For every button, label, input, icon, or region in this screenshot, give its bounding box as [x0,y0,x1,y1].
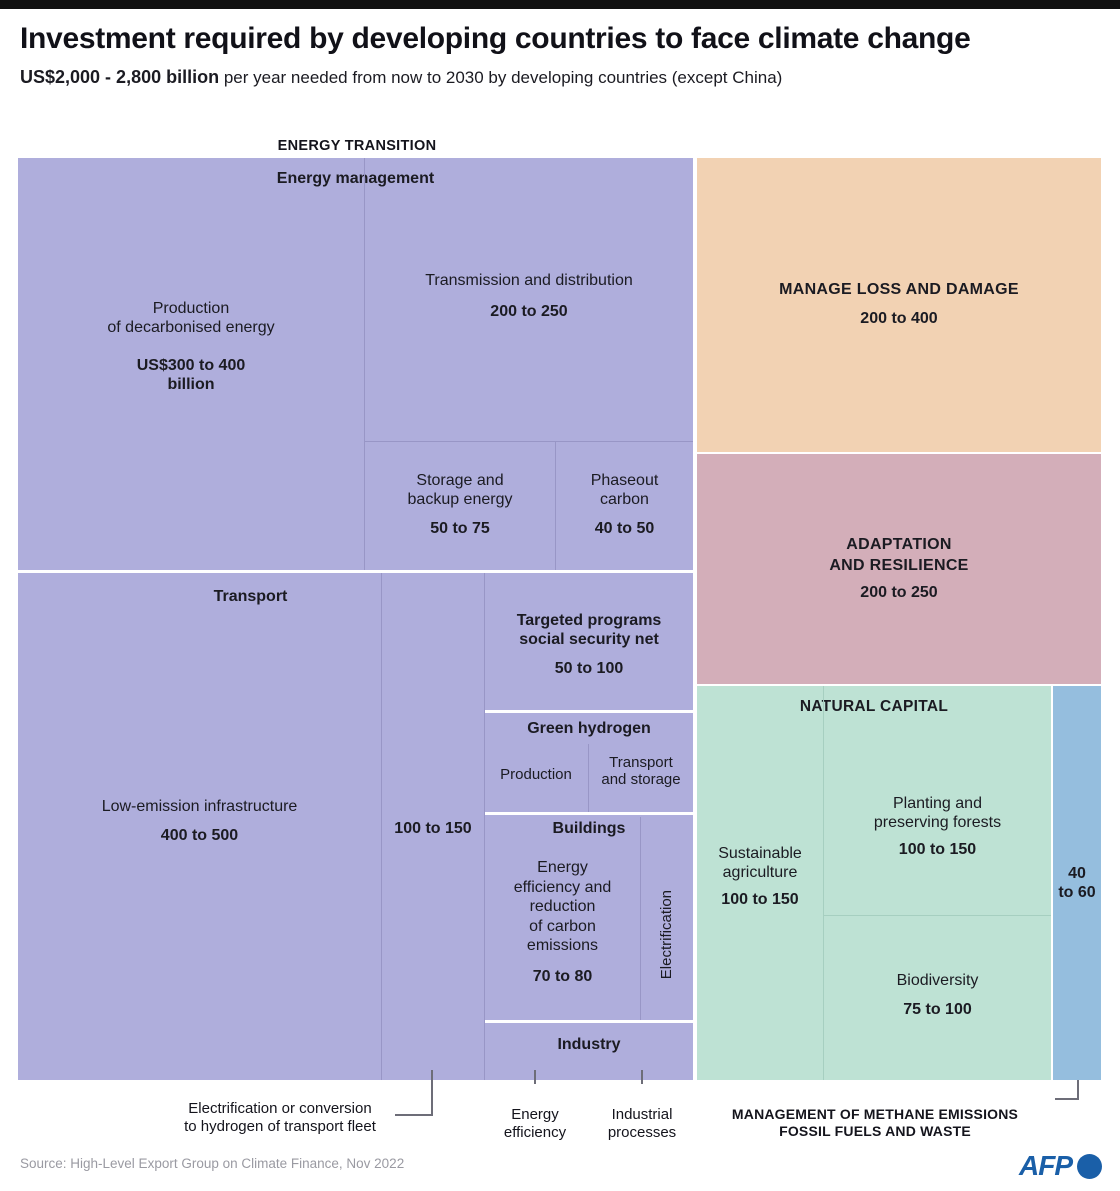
low-emission-value: 400 to 500 [160,826,239,844]
source-note: Source: High-Level Export Group on Clima… [20,1156,405,1171]
cell-energy-management[interactable]: Energy management [18,170,693,196]
cell-transport[interactable]: Transport [18,588,483,612]
phaseout-value: 40 to 50 [594,519,655,537]
page-title: Investment required by developing countr… [20,22,971,55]
gh-production-name: Production [500,766,572,784]
divider [823,686,824,1080]
industry-label: Industry [557,1036,621,1053]
divider [588,744,589,812]
divider [640,817,641,1020]
divider [381,573,382,1080]
electrification-name: Electrification [658,890,676,980]
divider-gap [485,812,693,815]
biodiversity-value: 75 to 100 [903,1000,972,1018]
loss-damage-label: MANAGE LOSS AND DAMAGE [779,281,1019,299]
transport-fleet-value: 100 to 150 [394,819,472,837]
cell-storage-backup[interactable]: Storage and backup energy 50 to 75 [365,472,555,542]
low-emission-name: Low-emission infrastructure [101,798,298,815]
natural-capital-label: NATURAL CAPITAL [799,698,949,715]
subtitle-rest: per year needed from now to 2030 by deve… [219,68,783,87]
gh-transport-name: Transport and storage [601,754,681,788]
top-rule [0,0,1120,9]
transmission-value: 200 to 250 [490,302,568,320]
leader-line-industrial-processes [641,1070,643,1084]
callout-transport-fleet-text: Electrification or conversion to hydroge… [184,1100,376,1135]
targeted-programs-name: Targeted programs social security net [516,612,662,648]
callout-methane: MANAGEMENT OF METHANE EMISSIONS FOSSIL F… [700,1089,1050,1139]
divider-gap [485,1020,693,1023]
cell-planting-preserving-forests[interactable]: Planting and preserving forests 100 to 1… [824,795,1051,875]
biodiversity-name: Biodiversity [896,972,979,989]
cell-manage-loss-damage[interactable]: MANAGE LOSS AND DAMAGE 200 to 400 [697,158,1101,452]
callout-industrial-processes-text: Industrial processes [607,1106,677,1141]
afp-logo-dot-icon [1077,1153,1102,1179]
callout-energy-efficiency-text: Energy efficiency [503,1106,567,1141]
callout-transport-fleet: Electrification or conversion to hydroge… [140,1082,420,1136]
energy-transition-block [18,158,693,1080]
energy-management-label: Energy management [276,170,435,187]
divider [484,573,485,1080]
leader-line-transport-fleet [395,1070,433,1116]
divider [364,158,365,570]
forests-name: Planting and preserving forests [873,795,1002,831]
divider-gap [485,710,693,713]
cell-transmission-distribution[interactable]: Transmission and distribution 200 to 250 [365,272,693,332]
cell-adaptation-resilience[interactable]: ADAPTATION AND RESILIENCE 200 to 250 [697,454,1101,684]
targeted-programs-value: 50 to 100 [554,659,624,677]
page-subtitle: US$2,000 - 2,800 billion per year needed… [20,67,1100,88]
callout-methane-text: MANAGEMENT OF METHANE EMISSIONS FOSSIL F… [731,1105,1019,1139]
cell-gh-production[interactable]: Production [485,763,587,787]
buildings-label: Buildings [552,820,626,837]
sustainable-agri-name: Sustainable agriculture [718,845,802,881]
cell-natural-capital[interactable]: NATURAL CAPITAL [697,698,1051,722]
energy-transition-label: ENERGY TRANSITION [277,138,437,154]
adaptation-value: 200 to 250 [860,584,938,602]
buildings-efficiency-name: Energy efficiency and reduction of carbo… [513,859,612,955]
cell-gh-transport-storage[interactable]: Transport and storage [589,750,693,794]
afp-logo-text: AFP [1019,1150,1073,1181]
cell-production-decarbonised[interactable]: Production of decarbonised energy US$300… [18,300,364,430]
cell-phaseout-carbon[interactable]: Phaseout carbon 40 to 50 [556,472,693,542]
cell-low-emission-infrastructure[interactable]: Low-emission infrastructure 400 to 500 [18,798,381,858]
transmission-name: Transmission and distribution [425,272,633,289]
storage-value: 50 to 75 [430,519,490,537]
sustainable-agri-value: 100 to 150 [721,890,799,908]
divider [364,441,693,442]
methane-value: 40 to 60 [1058,864,1096,901]
cell-green-hydrogen[interactable]: Green hydrogen [485,720,693,744]
cell-biodiversity[interactable]: Biodiversity 75 to 100 [824,972,1051,1032]
transport-label: Transport [213,588,288,605]
leader-line-methane [1055,1080,1079,1100]
leader-line-energy-efficiency [534,1070,536,1084]
subtitle-amount: US$2,000 - 2,800 billion [20,67,220,87]
cell-industry[interactable]: Industry [485,1036,693,1060]
cell-transport-fleet[interactable]: 100 to 150 [382,817,484,841]
callout-industrial-processes: Industrial processes [592,1088,692,1142]
afp-logo: AFP [1019,1150,1102,1182]
forests-value: 100 to 150 [898,840,977,858]
cell-targeted-programs[interactable]: Targeted programs social security net 50… [485,612,693,692]
loss-damage-value: 200 to 400 [860,310,938,327]
cell-sustainable-agriculture[interactable]: Sustainable agriculture 100 to 150 [697,845,823,925]
cell-buildings[interactable]: Buildings [485,820,693,844]
band-gap [18,570,693,573]
divider [555,441,556,570]
cell-methane-emissions[interactable]: 40 to 60 [1053,686,1101,1080]
storage-name: Storage and backup energy [407,472,513,508]
callout-energy-efficiency: Energy efficiency [485,1088,585,1142]
production-decarbonised-name: Production of decarbonised energy [107,300,275,336]
adaptation-label: ADAPTATION AND RESILIENCE [829,535,969,574]
cell-buildings-efficiency[interactable]: Energy efficiency and reduction of carbo… [485,858,640,1003]
divider [823,915,1051,916]
natural-capital-block [697,686,1051,1080]
production-decarbonised-value: US$300 to 400 billion [136,356,246,393]
cell-electrification[interactable]: Electrification [641,850,693,1020]
phaseout-name: Phaseout carbon [590,472,659,508]
green-hydrogen-label: Green hydrogen [527,720,651,737]
buildings-efficiency-value: 70 to 80 [532,967,593,985]
